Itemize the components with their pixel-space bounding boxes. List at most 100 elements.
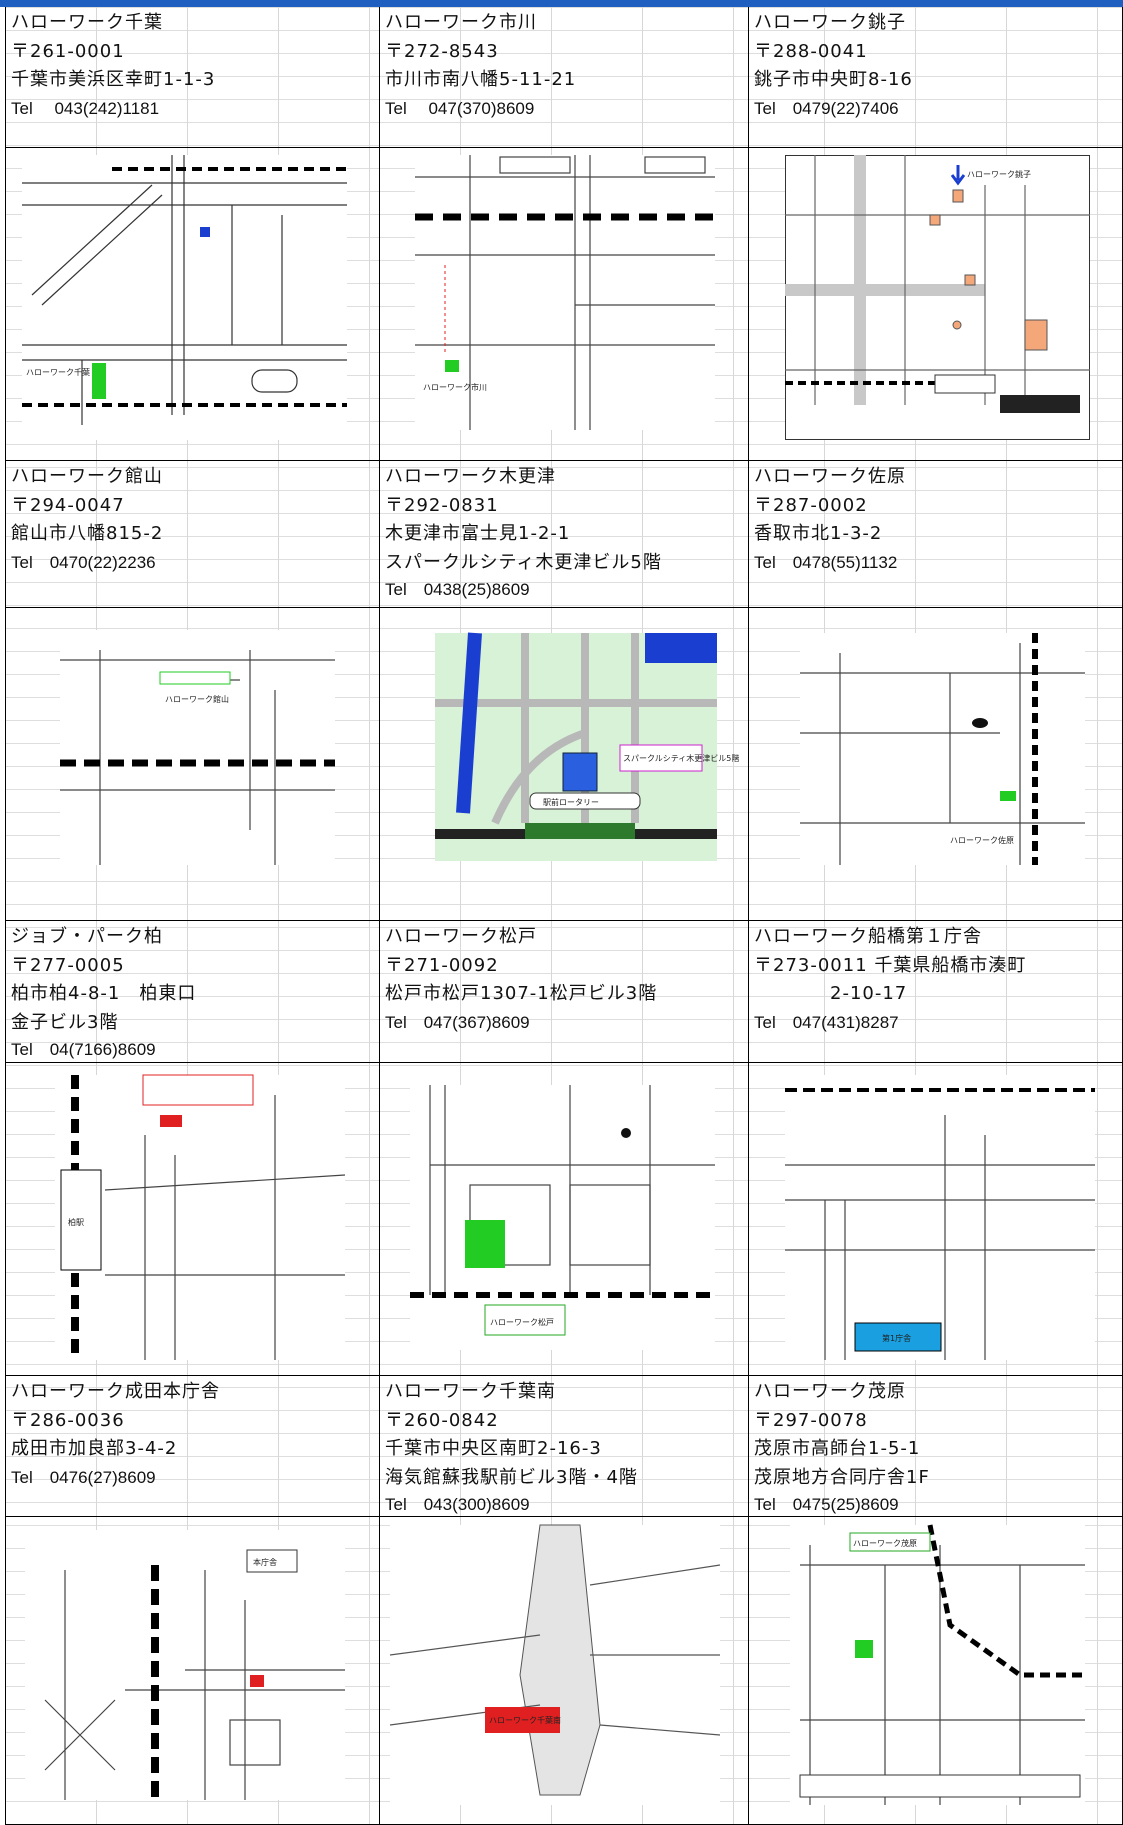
- office-marker: [485, 1707, 560, 1733]
- office-address-building: スパークルシティ木更津ビル5階: [385, 552, 662, 574]
- office-marker: [160, 1115, 182, 1127]
- table-border: [5, 1375, 1123, 1376]
- table-border: [5, 1516, 1123, 1517]
- office-marker: [159, 671, 231, 685]
- office-label: ハローワーク佐原: [950, 835, 1014, 845]
- office-name: ハローワーク千葉: [11, 12, 163, 33]
- office-address: 木更津市富士見1-2-1: [385, 523, 571, 545]
- office-info-funabashi: ハローワーク船橋第１庁舎 〒273-0011 千葉県船橋市湊町 2-10-17 …: [748, 921, 1122, 1038]
- map-sawara-drawing: ハローワーク佐原: [800, 633, 1085, 865]
- office-label: スパークルシティ木更津ビル5階: [623, 753, 739, 763]
- map-matsudo: ハローワーク松戸: [410, 1085, 715, 1350]
- office-info-kashiwa: ジョブ・パーク柏 〒277-0005 柏市柏4-8-1 柏東口 金子ビル3階 T…: [5, 921, 379, 1062]
- header-bar: [0, 0, 1123, 7]
- office-label: ハローワーク松戸: [490, 1317, 554, 1327]
- map-matsudo-drawing: ハローワーク松戸: [410, 1085, 715, 1336]
- office-info-sawara: ハローワーク佐原 〒287-0002 香取市北1-3-2 Tel 0478(55…: [748, 461, 1122, 578]
- office-tel: Tel 0478(55)1132: [754, 553, 898, 573]
- map-mobara-drawing: ハローワーク茂原: [799, 1524, 1085, 1805]
- map-narita: 本庁舎: [25, 1530, 345, 1800]
- office-tel: Tel 047(367)8609: [385, 1013, 530, 1033]
- station-label: 柏駅: [68, 1217, 84, 1227]
- office-marker: [855, 1640, 873, 1658]
- office-postal: 〒297-0078: [754, 1409, 868, 1431]
- office-name: ハローワーク成田本庁舎: [11, 1381, 220, 1402]
- river: [456, 632, 482, 814]
- office-marker: [250, 1675, 264, 1687]
- office-address: 千葉市美浜区幸町1-1-3: [11, 69, 216, 91]
- table-border: [5, 607, 1123, 608]
- office-label: ハローワーク茂原: [853, 1538, 917, 1548]
- office-tel: Tel 043(242)1181: [11, 99, 160, 119]
- office-info-ichikawa: ハローワーク市川 〒272-8543 市川市南八幡5-11-21 Tel 047…: [379, 7, 748, 124]
- map-mobara: ハローワーク茂原: [790, 1524, 1085, 1805]
- office-address: 成田市加良部3-4-2: [11, 1438, 178, 1460]
- office-marker: [952, 189, 964, 203]
- office-postal: 〒286-0036: [11, 1409, 125, 1431]
- office-address-building: 金子ビル3階: [11, 1012, 119, 1034]
- office-label: ハローワーク銚子: [967, 169, 1031, 179]
- office-address: 千葉市中央区南町2-16-3: [385, 1438, 602, 1460]
- office-info-chiba: ハローワーク千葉 〒261-0001 千葉市美浜区幸町1-1-3 Tel 043…: [5, 7, 379, 124]
- map-choshi-drawing: ハローワーク銚子: [785, 155, 1090, 440]
- office-name: ハローワーク佐原: [754, 466, 906, 487]
- map-chiba-drawing: ハローワーク千葉: [22, 155, 347, 425]
- map-chibaminami-drawing: ハローワーク千葉南: [389, 1524, 721, 1796]
- office-address: 銚子市中央町8-16: [754, 69, 913, 91]
- office-label: ハローワーク市川: [423, 382, 487, 392]
- office-arrow-icon: [950, 165, 966, 186]
- table-border: [5, 920, 1123, 921]
- office-name: ハローワーク千葉南: [385, 1381, 556, 1402]
- office-info-matsudo: ハローワーク松戸 〒271-0092 松戸市松戸1307-1松戸ビル3階 Tel…: [379, 921, 748, 1038]
- office-name: ハローワーク銚子: [754, 12, 906, 33]
- office-address: 松戸市松戸1307-1松戸ビル3階: [385, 983, 658, 1005]
- office-name: ジョブ・パーク柏: [11, 926, 163, 947]
- office-postal: 〒273-0011 千葉県船橋市湊町: [754, 954, 1027, 976]
- office-info-kisarazu: ハローワーク木更津 〒292-0831 木更津市富士見1-2-1 スパークルシテ…: [379, 461, 748, 602]
- office-address: 市川市南八幡5-11-21: [385, 69, 577, 91]
- office-address: 館山市八幡815-2: [11, 523, 164, 545]
- office-info-narita: ハローワーク成田本庁舎 〒286-0036 成田市加良部3-4-2 Tel 04…: [5, 1376, 379, 1493]
- office-tel: Tel 0479(22)7406: [754, 99, 899, 119]
- landmark-marker: [200, 227, 210, 237]
- kashiwa-station: [60, 1169, 102, 1271]
- map-narita-drawing: 本庁舎: [44, 1549, 345, 1800]
- office-postal: 〒272-8543: [385, 40, 499, 62]
- map-kashiwa-drawing: 柏駅: [60, 1074, 346, 1360]
- map-tateyama-drawing: ハローワーク館山: [60, 650, 335, 865]
- office-tel: Tel 047(431)8287: [754, 1013, 899, 1033]
- table-border: [5, 460, 1123, 461]
- map-choshi: ハローワーク銚子: [785, 155, 1090, 440]
- office-building: [562, 752, 598, 792]
- office-tel: Tel 0476(27)8609: [11, 1468, 156, 1488]
- map-funabashi-drawing: 第1庁舎: [785, 1088, 1095, 1360]
- office-info-choshi: ハローワーク銚子 〒288-0041 銚子市中央町8-16 Tel 0479(2…: [748, 7, 1122, 124]
- table-border: [379, 7, 380, 1825]
- rotary-label: 駅前ロータリー: [543, 797, 599, 807]
- office-postal: 〒261-0001: [11, 40, 125, 62]
- map-kisarazu: 駅前ロータリー スパークルシティ木更津ビル5階: [435, 632, 739, 861]
- map-sawara: ハローワーク佐原: [800, 633, 1085, 865]
- map-kashiwa: 柏駅: [55, 1074, 346, 1360]
- office-tel: Tel 04(7166)8609: [11, 1039, 156, 1059]
- office-name: ハローワーク松戸: [385, 926, 537, 947]
- office-label: ハローワーク千葉南: [489, 1715, 561, 1725]
- map-ichikawa-drawing: ハローワーク市川: [415, 155, 715, 430]
- office-address-building: 茂原地方合同庁舎1F: [754, 1467, 930, 1489]
- building-label: 第1庁舎: [882, 1333, 911, 1343]
- office-address: 2-10-17: [754, 983, 908, 1005]
- table-border: [748, 7, 749, 1825]
- office-name: ハローワーク館山: [11, 466, 163, 487]
- office-postal: 〒287-0002: [754, 494, 868, 516]
- office-tel: Tel 0470(22)2236: [11, 553, 156, 573]
- office-info-chibaminami: ハローワーク千葉南 〒260-0842 千葉市中央区南町2-16-3 海気館蘇我…: [379, 1376, 748, 1517]
- table-border: [5, 1062, 1123, 1063]
- table-border: [5, 147, 1123, 148]
- office-address: 茂原市高師台1-5-1: [754, 1438, 921, 1460]
- office-info-mobara: ハローワーク茂原 〒297-0078 茂原市高師台1-5-1 茂原地方合同庁舎1…: [748, 1376, 1122, 1517]
- office-label: ハローワーク館山: [165, 694, 229, 704]
- office-name: ハローワーク茂原: [754, 1381, 906, 1402]
- office-label: 本庁舎: [253, 1557, 277, 1567]
- office-marker: [1000, 791, 1016, 801]
- office-postal: 〒277-0005: [11, 954, 125, 976]
